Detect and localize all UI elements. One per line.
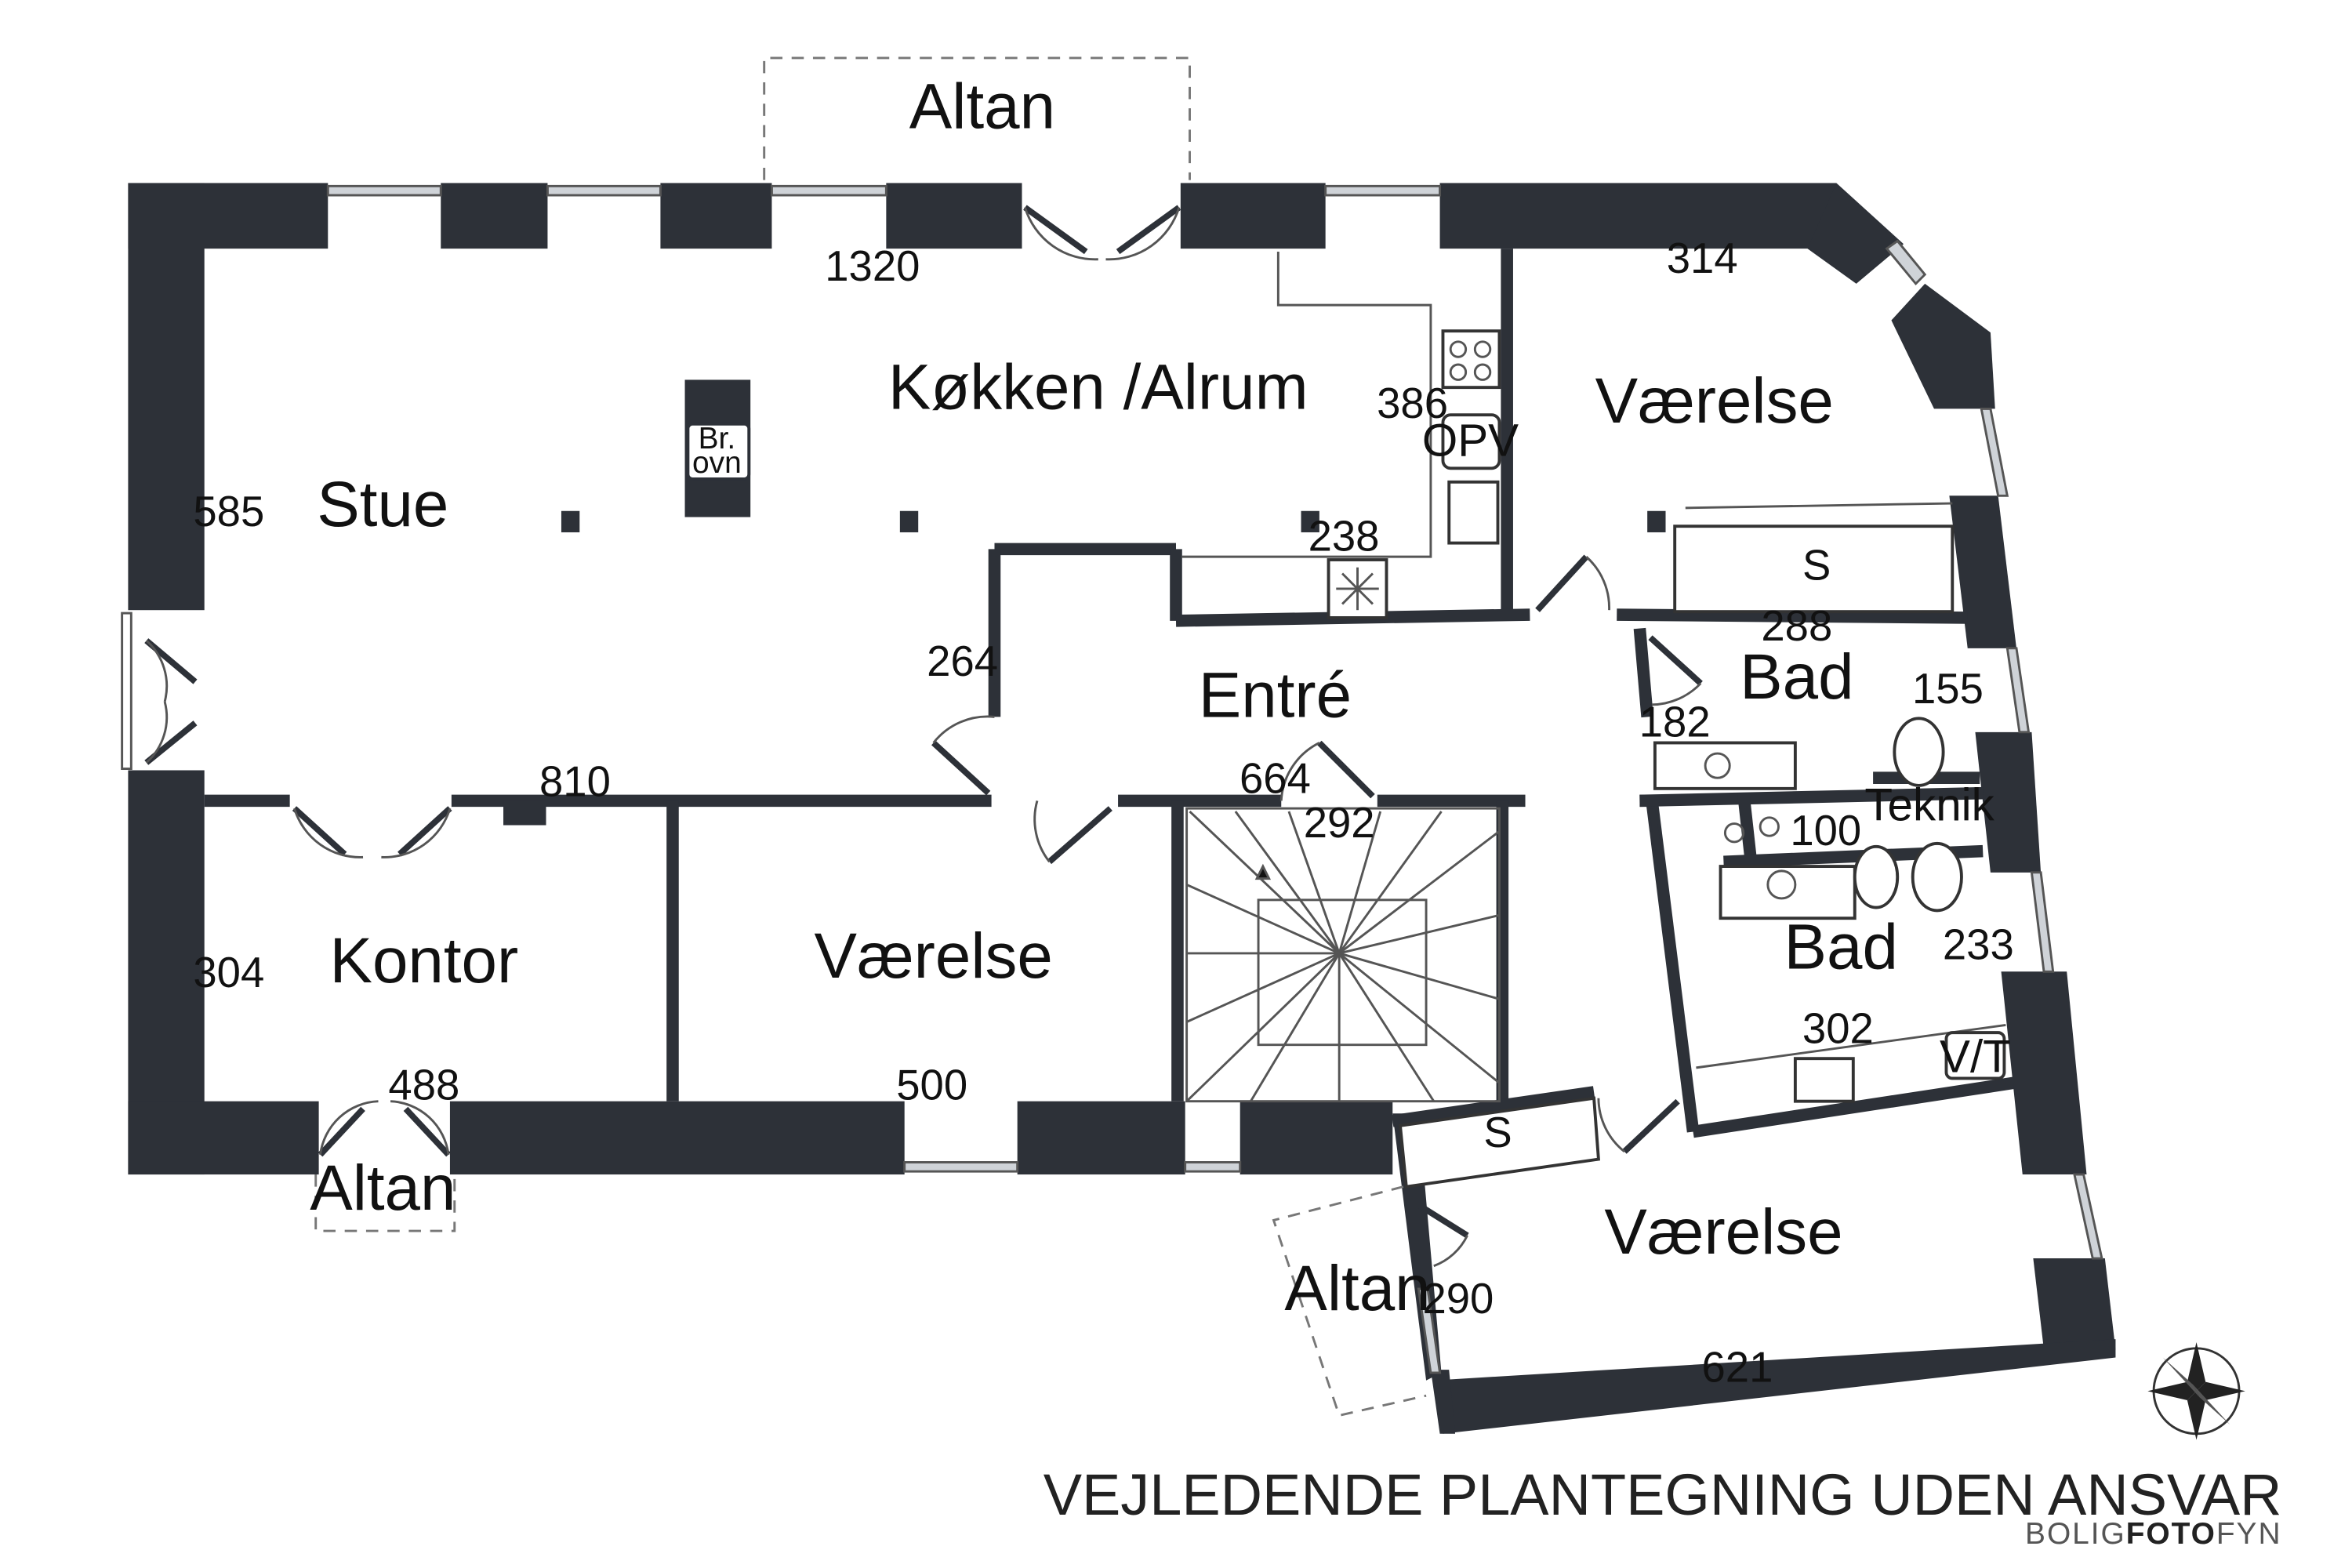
bathroom-fixtures	[1653, 717, 2006, 1103]
room-label-altan-bottom-left: Altan	[310, 1152, 456, 1224]
dimension-238: 238	[1308, 512, 1380, 560]
stove-label-line2: ovn	[692, 446, 742, 480]
toilet-icon	[1893, 717, 1945, 787]
dimension-292: 292	[1304, 799, 1375, 847]
dimension-304: 304	[193, 949, 264, 996]
dimension-302: 302	[1802, 1005, 1874, 1053]
kitchen-fixtures	[561, 252, 1666, 619]
brand-part-b: FOTO	[2126, 1517, 2216, 1551]
room-label-bad-lower: Bad	[1784, 911, 1898, 982]
brand-part-c: FYN	[2216, 1517, 2282, 1551]
compass-rose-icon	[2147, 1342, 2245, 1440]
room-label-vaerelse-mid: Værelse	[815, 920, 1053, 992]
dimension-233: 233	[1943, 921, 2014, 969]
balconies	[314, 56, 1427, 1417]
closet-se-label: S	[1483, 1109, 1512, 1156]
dimension-1320: 1320	[825, 242, 920, 290]
cooktop-icon	[1441, 329, 1501, 390]
room-label-altan-top: Altan	[909, 71, 1055, 142]
room-label-kontor: Kontor	[329, 925, 518, 996]
dimension-288: 288	[1761, 602, 1832, 650]
lamp-icon	[1723, 816, 1780, 844]
dimension-585: 585	[193, 488, 264, 535]
dimension-621: 621	[1702, 1344, 1773, 1392]
sink-icon	[1447, 480, 1500, 545]
dimension-314: 314	[1667, 234, 1738, 282]
dimension-264: 264	[927, 637, 998, 685]
dimension-500: 500	[896, 1062, 967, 1109]
room-label-altan-bottom-right: Altan	[1284, 1253, 1430, 1324]
dimension-100: 100	[1790, 807, 1861, 855]
stove-label-line1: Br.	[699, 422, 736, 456]
closet-se	[1398, 1096, 1600, 1189]
cooktop-burners	[1449, 340, 1492, 381]
room-label-entre: Entré	[1199, 659, 1352, 731]
windows	[326, 184, 2103, 1374]
dimension-290: 290	[1422, 1275, 1494, 1323]
room-label-bad-upper: Bad	[1740, 641, 1853, 713]
dishwasher-label: OPV	[1422, 416, 1519, 466]
brand-logo: BOLIGFOTOFYN	[2025, 1517, 2281, 1551]
doors	[121, 205, 1703, 1268]
closet-ne-label: S	[1802, 541, 1831, 589]
dimension-664: 664	[1240, 755, 1311, 803]
brand-part-a: BOLIG	[2025, 1517, 2126, 1551]
room-label-vaerelse-ne: Værelse	[1595, 365, 1834, 437]
interior-walls	[204, 249, 2015, 1138]
disclaimer-text: VEJLEDENDE PLANTEGNING UDEN ANSVAR	[1044, 1462, 2282, 1527]
dimension-810: 810	[539, 758, 611, 806]
bidet-icon	[1853, 844, 1900, 909]
dimension-155: 155	[1912, 665, 1984, 713]
dimension-488: 488	[388, 1062, 459, 1109]
room-label-kitchen: Køkken /Alrum	[888, 351, 1308, 423]
room-label-stue: Stue	[317, 469, 448, 540]
staircase	[1185, 807, 1501, 1103]
washer-dryer-label: V/T	[1940, 1032, 2011, 1083]
room-label-vaerelse-se: Værelse	[1604, 1196, 1842, 1268]
room-label-teknik: Teknik	[1864, 780, 1994, 831]
snowflake-glyph	[1336, 567, 1379, 611]
dimension-182: 182	[1639, 699, 1711, 746]
closet-ne	[1673, 502, 1955, 614]
sink-icon-upper	[1653, 741, 1797, 790]
dimension-386: 386	[1377, 379, 1448, 427]
